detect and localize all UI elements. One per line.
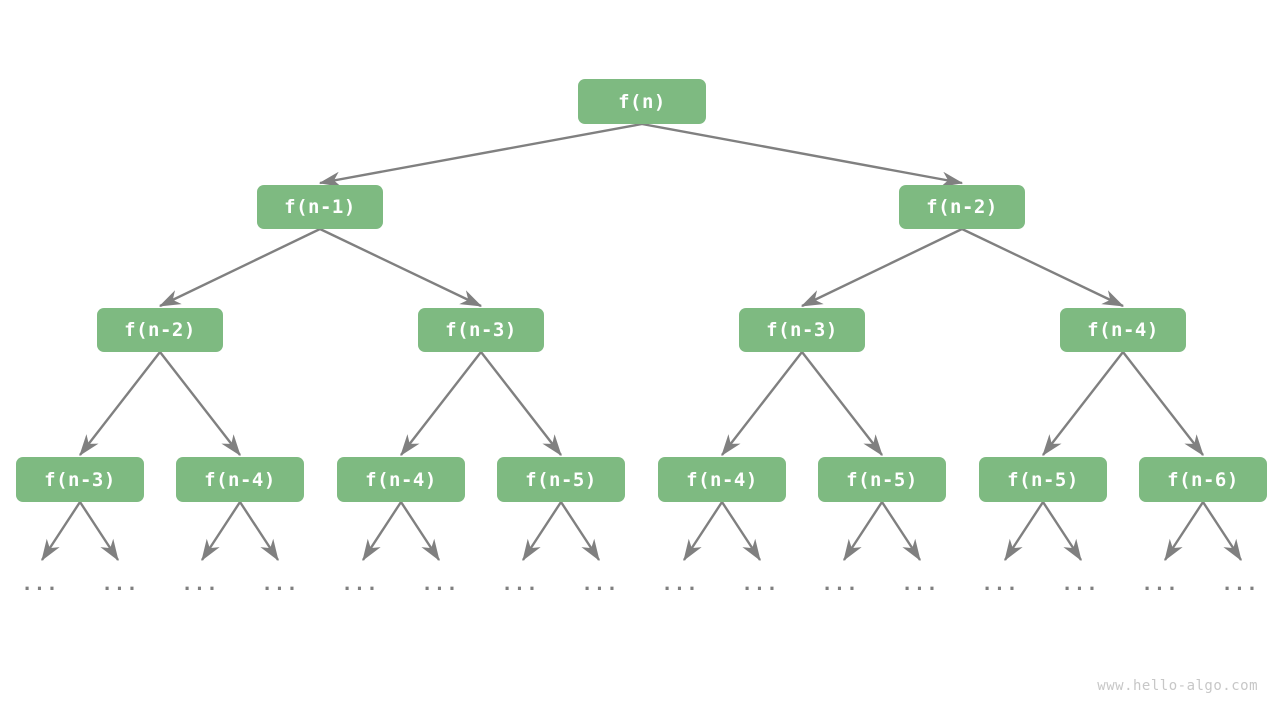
tree-node: f(n-4)	[1060, 308, 1186, 352]
tree-node: f(n-5)	[818, 457, 946, 502]
tree-node: f(n-6)	[1139, 457, 1267, 502]
tree-edge	[559, 501, 601, 562]
watermark: www.hello-algo.com	[1097, 678, 1258, 694]
ellipsis-marker: ...	[21, 573, 59, 595]
tree-edge	[961, 227, 1125, 308]
tree-node: f(n-3)	[418, 308, 544, 352]
tree-edge	[721, 351, 803, 456]
tree-node: f(n-2)	[97, 308, 223, 352]
tree-edge	[40, 501, 82, 562]
tree-edge	[1201, 501, 1243, 562]
tree-edge	[399, 501, 441, 562]
tree-edge	[1041, 501, 1083, 562]
tree-node: f(n-5)	[497, 457, 625, 502]
ellipsis-marker: ...	[901, 573, 939, 595]
tree-edge	[400, 351, 482, 456]
tree-edge	[200, 501, 242, 562]
tree-node: f(n-1)	[257, 185, 383, 229]
ellipsis-marker: ...	[1061, 573, 1099, 595]
tree-edge	[361, 501, 403, 562]
tree-node: f(n-4)	[658, 457, 786, 502]
tree-edge	[159, 351, 241, 456]
tree-edge	[480, 351, 562, 456]
tree-edge	[1163, 501, 1205, 562]
ellipsis-marker: ...	[261, 573, 299, 595]
ellipsis-marker: ...	[341, 573, 379, 595]
tree-edge	[79, 351, 161, 456]
ellipsis-marker: ...	[421, 573, 459, 595]
ellipsis-marker: ...	[981, 573, 1019, 595]
ellipsis-marker: ...	[1141, 573, 1179, 595]
tree-node: f(n-4)	[176, 457, 304, 502]
tree-edge	[238, 501, 280, 562]
tree-edge	[801, 351, 883, 456]
tree-edge	[319, 227, 483, 308]
tree-edge	[1122, 351, 1204, 456]
tree-edge	[682, 501, 724, 562]
ellipsis-marker: ...	[741, 573, 779, 595]
tree-node: f(n-2)	[899, 185, 1025, 229]
tree-edge	[521, 501, 563, 562]
ellipsis-marker: ...	[821, 573, 859, 595]
tree-edge	[1003, 501, 1045, 562]
ellipsis-marker: ...	[661, 573, 699, 595]
tree-node: f(n-5)	[979, 457, 1107, 502]
ellipsis-marker: ...	[101, 573, 139, 595]
tree-edge	[842, 501, 884, 562]
ellipsis-marker: ...	[581, 573, 619, 595]
tree-edge	[720, 501, 762, 562]
tree-edges	[40, 122, 1243, 562]
tree-node: f(n-3)	[739, 308, 865, 352]
ellipsis-marker: ...	[501, 573, 539, 595]
tree-edge	[641, 122, 964, 187]
tree-edge	[800, 227, 963, 308]
tree-node: f(n-3)	[16, 457, 144, 502]
tree-edge	[880, 501, 922, 562]
ellipsis-marker: ...	[1221, 573, 1259, 595]
tree-edge	[318, 122, 643, 187]
tree-edge	[78, 501, 120, 562]
tree-edge	[158, 227, 321, 308]
tree-node: f(n-4)	[337, 457, 465, 502]
tree-node: f(n)	[578, 79, 706, 124]
ellipsis-marker: ...	[181, 573, 219, 595]
tree-edge	[1042, 351, 1124, 456]
